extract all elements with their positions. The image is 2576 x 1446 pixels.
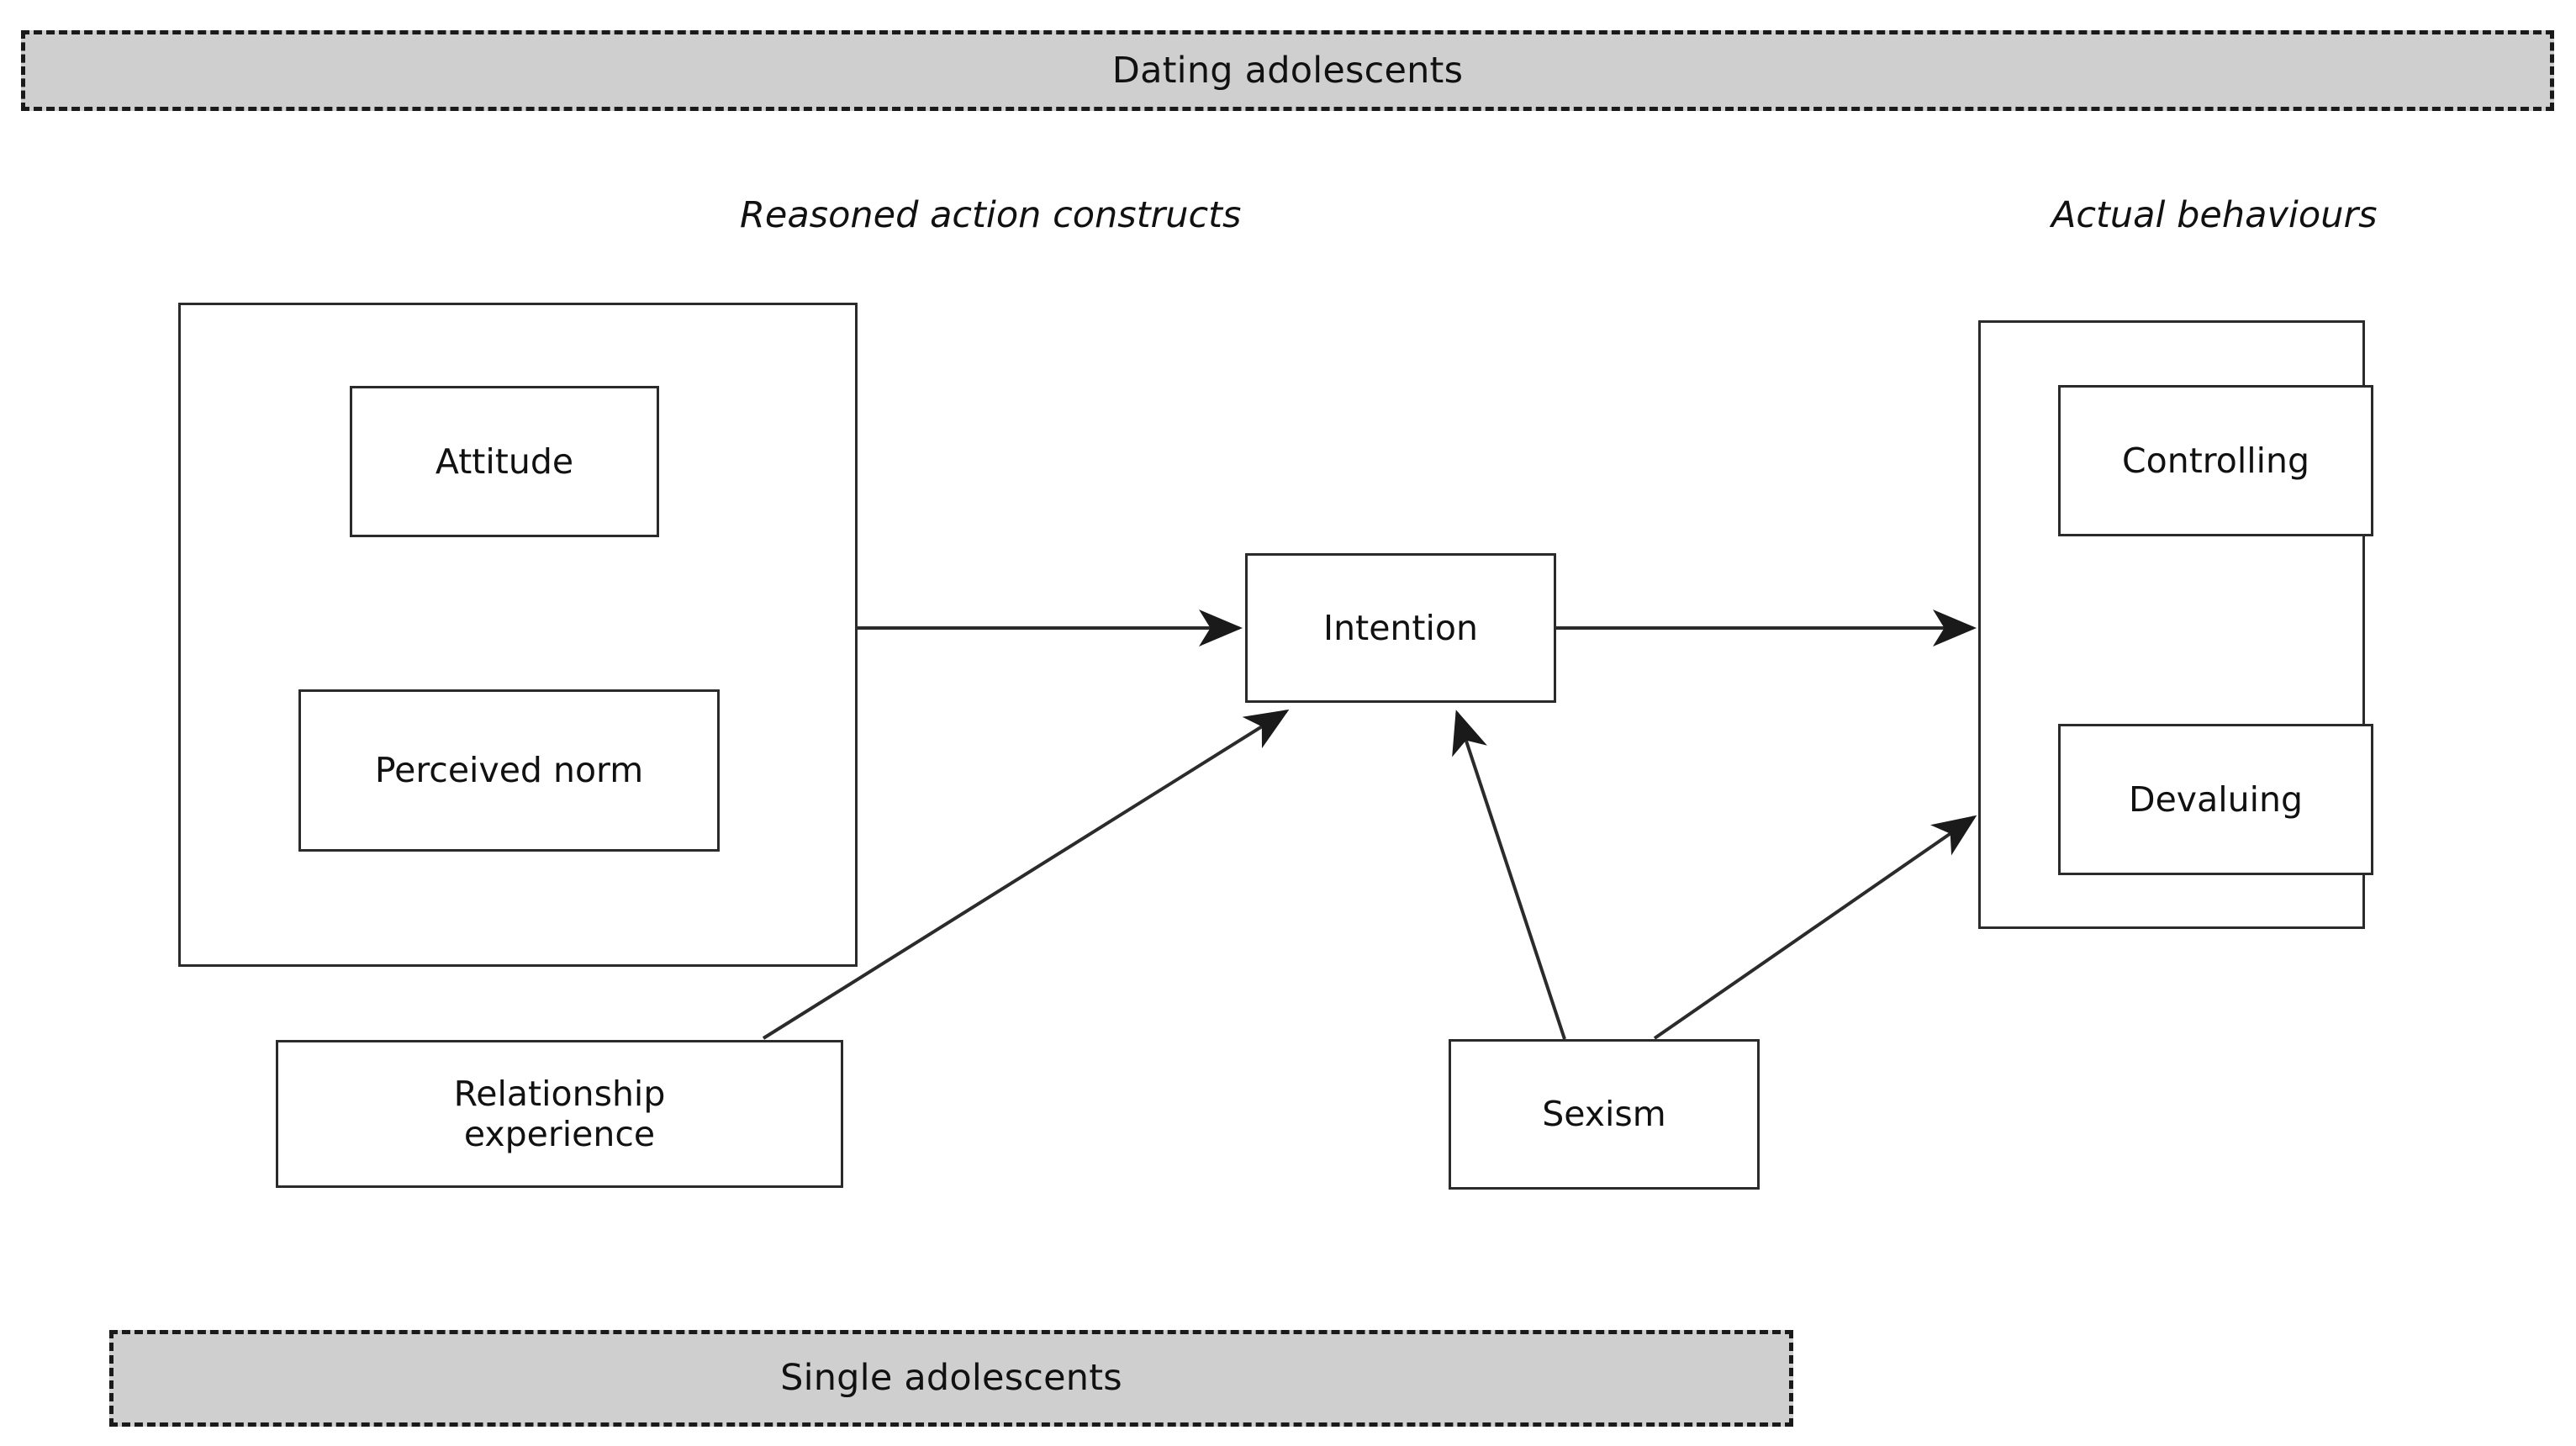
node-sexism[interactable]: Sexism (1449, 1039, 1760, 1190)
node-relationship-experience[interactable]: Relationship experience (276, 1040, 843, 1188)
node-intention[interactable]: Intention (1245, 553, 1556, 703)
node-perceived-norm-label: Perceived norm (374, 750, 644, 791)
banner-single-adolescents-label: Single adolescents (780, 1357, 1122, 1399)
heading-actual-behaviours: Actual behaviours (2051, 194, 2378, 236)
edge-sexism-to-intention (1452, 710, 1566, 1040)
node-intention-label: Intention (1323, 607, 1478, 648)
banner-single-adolescents: Single adolescents (109, 1330, 1793, 1427)
banner-dating-adolescents: Dating adolescents (21, 30, 2554, 111)
node-relationship-experience-label: Relationship experience (453, 1073, 666, 1154)
node-attitude[interactable]: Attitude (350, 386, 659, 537)
edge-relationship-to-intention (762, 709, 1290, 1040)
node-devaluing-label: Devaluing (2129, 778, 2303, 820)
node-controlling-label: Controlling (2122, 440, 2309, 481)
banner-dating-adolescents-label: Dating adolescents (1111, 49, 1464, 92)
heading-reasoned-action-constructs: Reasoned action constructs (740, 194, 1242, 236)
node-controlling[interactable]: Controlling (2058, 385, 2373, 536)
edge-sexism-to-behaviours (1653, 815, 1977, 1040)
node-sexism-label: Sexism (1542, 1094, 1666, 1135)
group-actual-behaviours (1978, 320, 2365, 929)
node-devaluing[interactable]: Devaluing (2058, 724, 2373, 875)
group-reasoned-action-constructs (178, 303, 858, 967)
node-attitude-label: Attitude (435, 441, 574, 482)
node-perceived-norm[interactable]: Perceived norm (298, 689, 720, 852)
